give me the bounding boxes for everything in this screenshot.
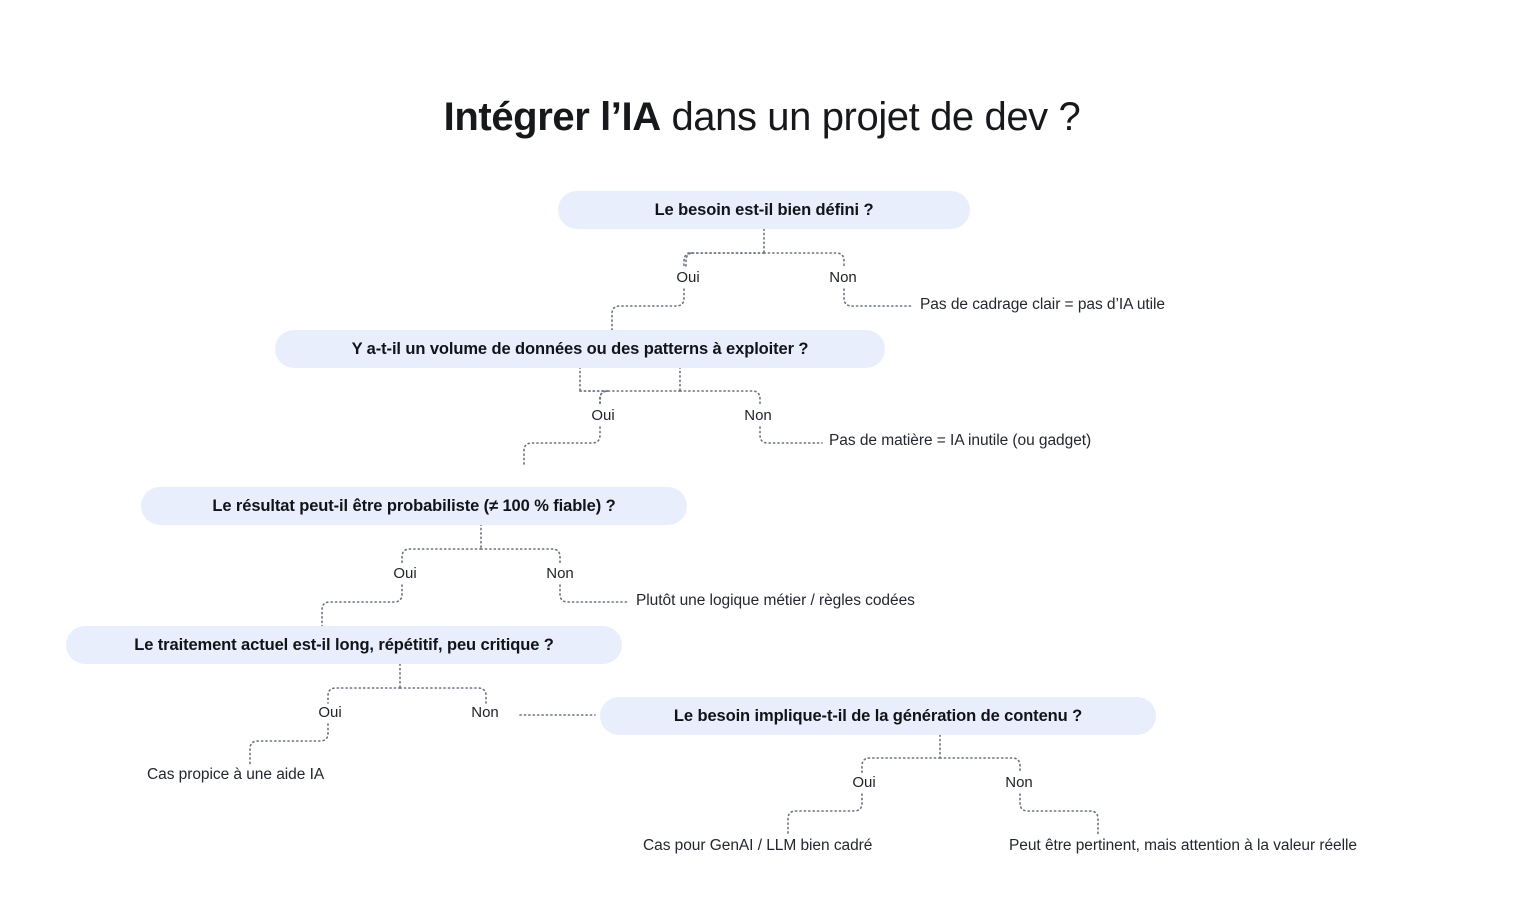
connector-q4-yes-down [249,723,329,765]
node-question-3[interactable]: Le résultat peut-il être probabiliste (≠… [141,487,687,525]
connector-q1-split-left [683,252,765,269]
branch-label-q4-no: Non [471,704,499,721]
connector-q2-branch-left [599,390,681,407]
title-rest: dans un projet de dev ? [660,95,1081,139]
connector-q2-branch-right [679,390,761,407]
connector-q1-split-right [763,252,845,269]
connector-q2-no-leaf [759,426,823,444]
leaf-outcome-6: Peut être pertinent, mais attention à la… [1009,837,1357,854]
branch-label-q3-no: Non [546,565,574,582]
connector-q5-branch-left [861,757,941,774]
node-question-1[interactable]: Le besoin est-il bien défini ? [558,191,970,229]
branch-label-q5-no: Non [1005,774,1033,791]
connector-q5-no-down [1019,793,1099,835]
node-question-2[interactable]: Y a-t-il un volume de données ou des pat… [275,330,885,368]
branch-label-q2-yes: Oui [591,407,615,424]
connector-q3-yes-down [321,584,403,627]
connector-q3-branch-right [480,548,561,565]
connector-q3-no-leaf [559,584,629,603]
connector-q5-branch-right [939,757,1021,774]
leaf-outcome-4: Cas propice à une aide IA [147,766,325,783]
leaf-outcome-1: Pas de cadrage clair = pas d’IA utile [920,296,1166,313]
connector-q1-yes [685,252,765,269]
node-question-2-label: Y a-t-il un volume de données ou des pat… [351,339,809,358]
branch-label-q2-no: Non [744,407,772,424]
branch-label-q4-yes: Oui [318,704,342,721]
node-question-3-label: Le résultat peut-il être probabiliste (≠… [212,496,616,515]
node-question-4-label: Le traitement actuel est-il long, répéti… [134,635,554,654]
branch-label-q3-yes: Oui [393,565,417,582]
connector-q2-split-left2 [579,390,609,407]
leaf-outcome-2: Pas de matière = IA inutile (ou gadget) [829,432,1092,449]
connector-q2-split-left [579,390,609,407]
connector-q1-no-leaf [843,288,913,307]
connector-q1-yes-down [611,288,685,331]
connector-q3-branch-left [401,548,482,565]
node-question-4[interactable]: Le traitement actuel est-il long, répéti… [66,626,622,664]
node-question-1-label: Le besoin est-il bien défini ? [654,200,874,219]
branch-label-q1-yes: Oui [676,269,700,286]
branch-label-q5-yes: Oui [852,774,876,791]
leaf-outcome-3: Plutôt une logique métier / règles codée… [636,592,915,609]
page-title: Intégrer l’IA dans un projet de dev ? [0,92,1524,142]
leaf-outcome-5: Cas pour GenAI / LLM bien cadré [643,837,873,854]
node-question-5-label: Le besoin implique-t-il de la génération… [673,706,1083,725]
connector-q4-branch-right [399,687,487,704]
branch-label-q1-no: Non [829,269,857,286]
connector-q2-yes-down [523,426,601,467]
connector-q5-yes-down [787,793,863,835]
title-strong: Intégrer l’IA [443,95,661,139]
connector-q4-branch-left [327,687,401,704]
node-question-5[interactable]: Le besoin implique-t-il de la génération… [600,697,1156,735]
